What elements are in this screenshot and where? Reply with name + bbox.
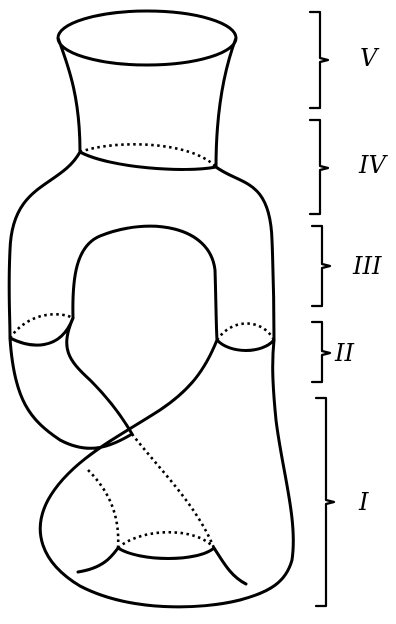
bottom-boundary-back [118,532,214,548]
hidden-strand-left [88,470,118,548]
front-strand-and-bottom [40,340,293,607]
neck-right-side [216,38,236,167]
top-opening-ellipse [58,11,236,65]
bottom-boundary-front [118,548,214,559]
inner-hole-arch [73,226,217,340]
label-section-III: III [353,254,381,278]
label-section-V: V [360,46,377,70]
right-leg-boundary-front [217,340,274,351]
brace-II [312,322,330,382]
right-shoulder-outer [216,167,274,340]
bottom-right-flap [214,548,246,584]
brace-I [316,398,334,606]
brace-IV [310,120,328,214]
left-leg-boundary-front [10,318,73,345]
label-section-IV: IV [359,153,386,177]
label-section-II: II [335,341,354,365]
bottom-left-flap [78,548,118,572]
brace-V [310,12,328,108]
label-section-I: I [359,490,368,514]
neck-boundary-back [80,144,216,167]
brace-III [312,226,330,306]
hidden-strand-right [132,434,214,548]
left-shoulder-outer [9,152,80,338]
left-outer-leg [10,338,132,448]
crossing-strand-left [67,318,132,434]
neck-boundary-front [80,152,216,169]
right-leg-boundary-back [217,324,274,341]
